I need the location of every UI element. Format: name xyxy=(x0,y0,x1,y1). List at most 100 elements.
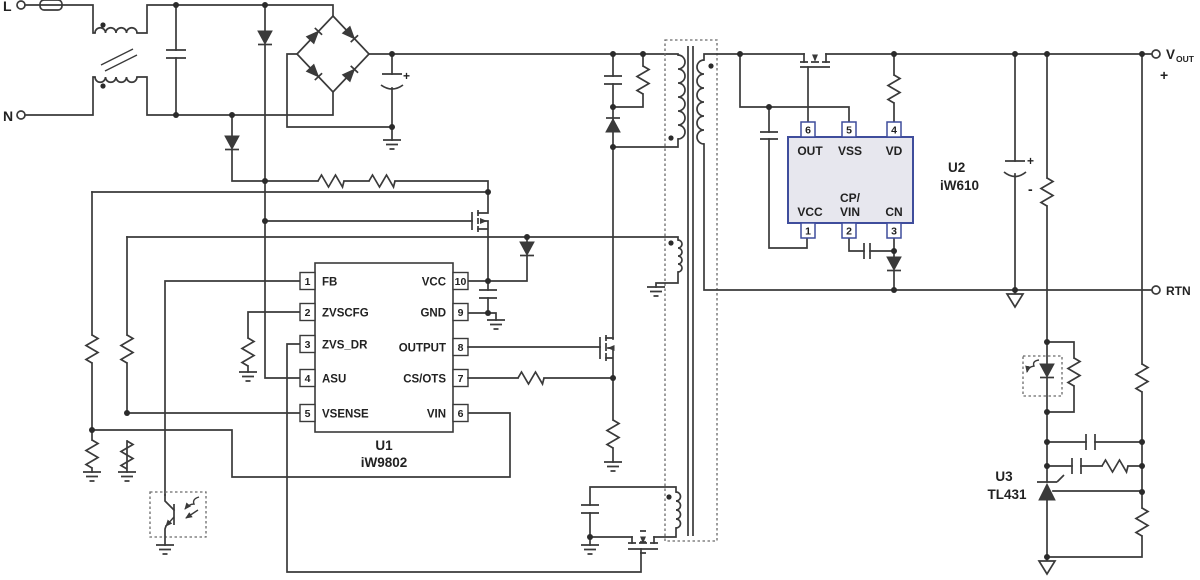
vcc-diode xyxy=(519,241,535,257)
sr-fet xyxy=(800,53,830,123)
u1-vcc-supply xyxy=(467,236,535,330)
u1-pin-num: 2 xyxy=(305,307,311,319)
u1-pin-num: 7 xyxy=(458,373,464,385)
ac-input: L N xyxy=(3,0,96,124)
u1-pin-label: ZVSCFG xyxy=(322,308,369,320)
u2-pin-label: VIN xyxy=(840,205,860,219)
phase-dot xyxy=(668,240,674,246)
tl431 xyxy=(1038,482,1056,501)
clamp-resistor xyxy=(636,65,650,95)
u1-controller: 1 2 3 4 5 FB ZVSCFG ZVS_DR ASU VSENSE 10… xyxy=(299,262,469,470)
u1-pin-num: 8 xyxy=(458,342,464,354)
vcc-capacitor xyxy=(479,289,497,299)
phase-dot xyxy=(668,135,674,141)
ground xyxy=(82,471,102,482)
u2-refdes: U2 xyxy=(948,160,965,175)
ground xyxy=(646,286,666,297)
ground xyxy=(155,544,175,555)
ground xyxy=(580,544,600,555)
resistor xyxy=(241,337,255,367)
opto-led xyxy=(1039,363,1055,379)
u2-pin-label: VD xyxy=(886,144,903,158)
zvs-winding xyxy=(675,491,682,529)
resistor xyxy=(317,174,345,188)
ground xyxy=(603,461,623,472)
output-rails: V OUT + RTN xyxy=(703,47,1195,308)
phase-dot xyxy=(666,494,672,500)
cs-resistor xyxy=(517,371,545,385)
diode xyxy=(257,30,273,46)
u1-pin-label: GND xyxy=(420,308,446,320)
vout-label: V xyxy=(1166,47,1175,62)
opto-led-box xyxy=(1022,355,1063,397)
resistor xyxy=(120,334,134,364)
resistor xyxy=(85,439,99,469)
comp-capacitor2 xyxy=(1071,458,1082,474)
fuse xyxy=(39,0,63,11)
led-parallel-resistor xyxy=(1067,357,1081,387)
x-capacitor xyxy=(166,49,186,59)
shunt-resistor xyxy=(606,419,620,449)
u1-partnumber: iW9802 xyxy=(361,455,408,470)
divider-lower-resistor xyxy=(1135,507,1149,537)
output-filter: + - xyxy=(1003,53,1034,291)
u3-refdes: U3 xyxy=(995,469,1013,484)
u1-pin-num: 1 xyxy=(305,276,311,288)
optocoupler-transistor xyxy=(149,491,207,555)
u1-pin-label: ZVS_DR xyxy=(322,340,368,352)
main-mosfet xyxy=(467,335,623,472)
vout-sub-label: OUT xyxy=(1176,54,1195,64)
cp-capacitor xyxy=(863,243,871,259)
zvs-capacitor xyxy=(581,504,599,514)
u2-pin-label: VSS xyxy=(838,144,862,158)
bulk-cap-plus: + xyxy=(403,69,410,83)
clamp-capacitor xyxy=(604,75,622,85)
u2-pin-label: CN xyxy=(885,205,902,219)
u2-vcc-capacitor xyxy=(760,131,778,140)
output-capacitor-curve xyxy=(1003,171,1027,178)
primary-winding xyxy=(677,54,686,140)
u1-pin-num: 6 xyxy=(458,408,464,420)
feedback-network: U3 TL431 xyxy=(987,53,1149,575)
u2-pin-num: 5 xyxy=(846,125,852,137)
u2-partnumber: iW610 xyxy=(940,178,979,193)
hv-rail xyxy=(368,53,679,56)
neutral-terminal xyxy=(16,110,26,120)
u1-pin-label: OUTPUT xyxy=(399,343,446,355)
rtn-terminal xyxy=(1151,285,1161,295)
startup-diodes xyxy=(224,4,273,182)
u1-pin-label: ASU xyxy=(322,374,346,386)
light-arrow-icon xyxy=(184,496,200,510)
u1-pin-label: FB xyxy=(322,277,337,289)
u1-pin-num: 3 xyxy=(305,339,311,351)
out-cap-minus: - xyxy=(1028,181,1033,197)
bias-winding xyxy=(677,239,683,273)
comp-resistor xyxy=(1101,459,1129,473)
phase-dot xyxy=(708,63,714,69)
u1-pin-num: 10 xyxy=(455,276,467,288)
startup-network xyxy=(82,174,679,482)
line-terminal xyxy=(16,0,26,10)
light-arrow-icon xyxy=(185,509,199,519)
u1-pin-label: CS/OTS xyxy=(403,374,446,386)
ground xyxy=(238,371,258,382)
transformer-core xyxy=(687,46,694,536)
rcd-clamp xyxy=(604,53,679,340)
zvs-circuit xyxy=(580,486,677,555)
secondary-winding xyxy=(696,59,705,145)
vd-resistor xyxy=(887,74,901,104)
resistor xyxy=(85,334,99,364)
secondary-ground xyxy=(1038,560,1056,575)
u1-pin-label: VSENSE xyxy=(322,409,369,421)
u2-pin-label: CP/ xyxy=(840,191,861,205)
u2-pin-label: OUT xyxy=(797,144,823,158)
u1-pin-num: 9 xyxy=(458,307,464,319)
rtn-label: RTN xyxy=(1166,284,1191,298)
neutral-terminal-label: N xyxy=(3,108,13,124)
junction-dots xyxy=(89,2,1145,560)
u1-pin-label: VIN xyxy=(427,409,446,421)
u2-sr-controller: 6 5 4 1 2 3 OUT VSS VD VCC CP/ VIN CN U2… xyxy=(739,53,979,291)
choke-phase-dot xyxy=(100,83,106,89)
